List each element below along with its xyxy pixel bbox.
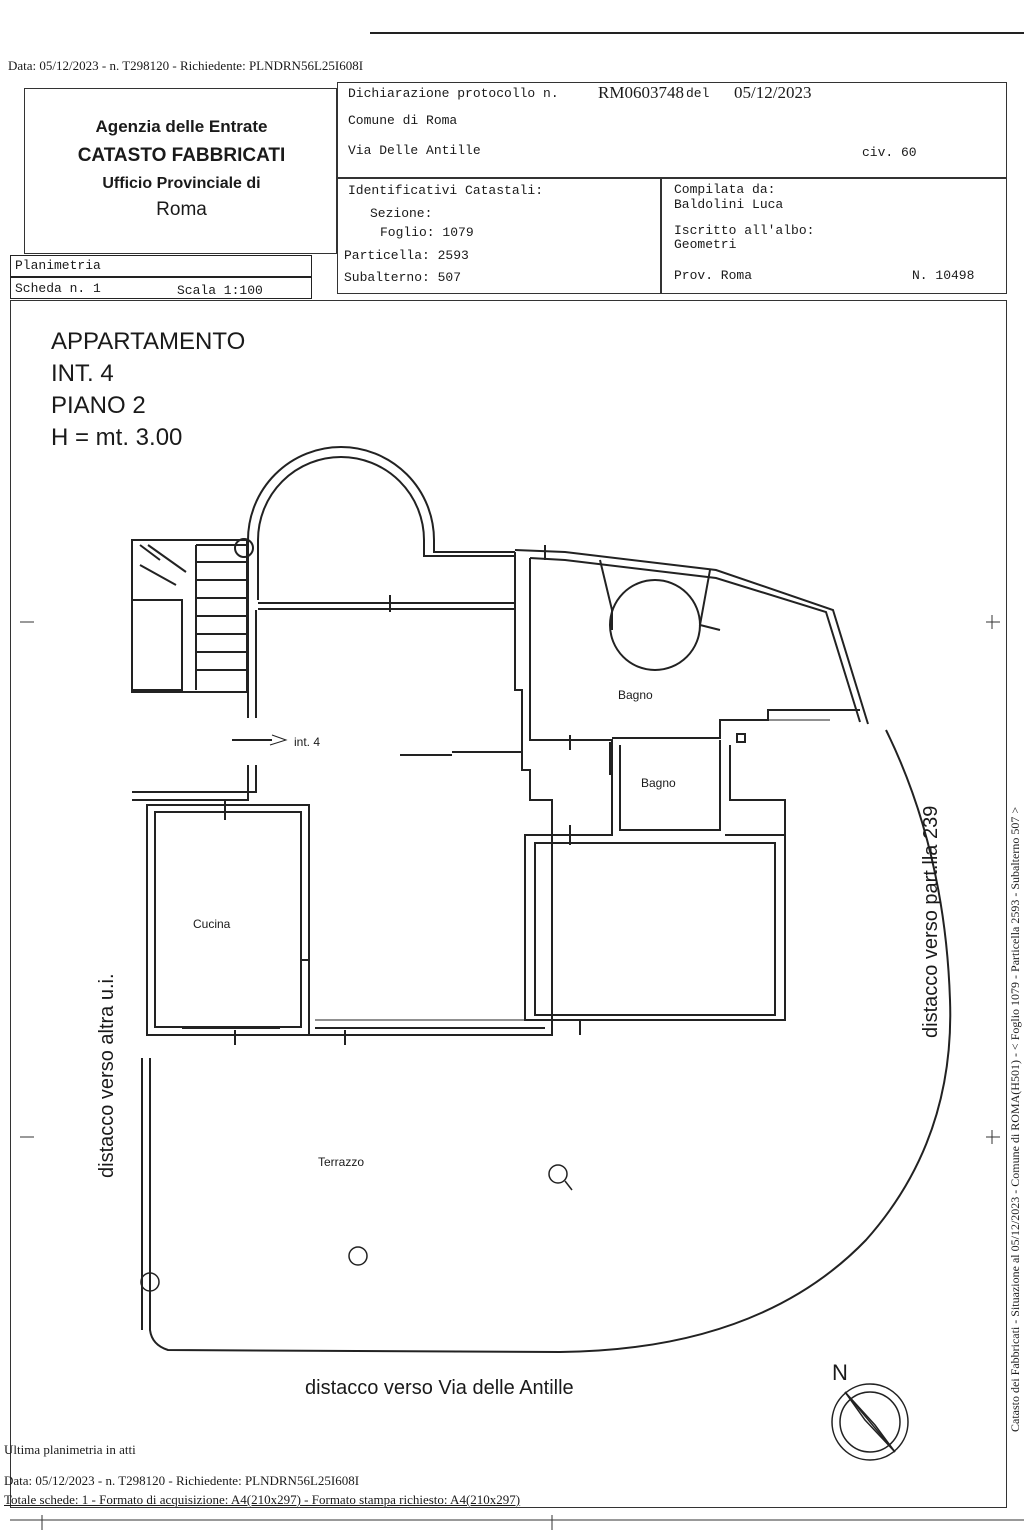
ufficio-label: Ufficio Provinciale di [102, 175, 261, 192]
planimetria-box: Planimetria [10, 255, 312, 277]
albo-numero: N. 10498 [912, 268, 975, 283]
plan-piano: PIANO 2 [51, 392, 146, 419]
top-rule [370, 32, 1024, 34]
identificativi-box: Identificativi Catastali: Sezione: Fogli… [337, 178, 661, 294]
room-cucina: Cucina [193, 917, 231, 931]
sezione: Sezione: [370, 206, 433, 221]
subalterno: Subalterno: 507 [344, 270, 462, 285]
ufficio-city: Roma [156, 199, 207, 220]
room-bagno-2: Bagno [641, 776, 676, 790]
identificativi-title: Identificativi Catastali: [348, 183, 544, 198]
agency-name: Agenzia delle Entrate [95, 117, 268, 136]
room-terrazzo: Terrazzo [318, 1155, 365, 1169]
north-label: N [832, 1360, 848, 1385]
protocol-box: Dichiarazione protocollo n. RM0603748 de… [337, 82, 1007, 178]
plan-int: INT. 4 [51, 360, 114, 387]
north-arrow-icon [831, 1383, 909, 1461]
compilata-label: Compilata da: [674, 182, 776, 197]
foglio: Foglio: 1079 [380, 225, 474, 240]
planimetria-label: Planimetria [15, 258, 101, 273]
provincia: Prov. Roma [674, 268, 753, 283]
room-bagno-1: Bagno [618, 688, 653, 702]
albo: Geometri [674, 237, 737, 252]
civico: civ. 60 [862, 145, 917, 160]
scala-label: Scala 1:100 [177, 283, 263, 298]
fixtures [140, 1164, 573, 1292]
scheda-box: Scheda n. 1 Scala 1:100 [10, 277, 312, 299]
side-note: Catasto dei Fabbricati - Situazione al 0… [1008, 806, 1022, 1432]
protocol-del: del [686, 86, 710, 101]
header-date-line: Data: 05/12/2023 - n. T298120 - Richiede… [8, 58, 364, 73]
via: Via Delle Antille [348, 143, 481, 158]
distacco-left: distacco verso altra u.i. [96, 973, 118, 1178]
walls [131, 446, 952, 1354]
compilata-name: Baldolini Luca [674, 197, 784, 212]
drawing-frame [10, 300, 1007, 1508]
footer-date-line: Data: 05/12/2023 - n. T298120 - Richiede… [4, 1473, 360, 1488]
compilata-box: Compilata da: Baldolini Luca Iscritto al… [661, 178, 1007, 294]
room-int-4: int. 4 [294, 735, 321, 749]
frame-ticks [10, 615, 1024, 1530]
plan-title: APPARTAMENTO [51, 328, 246, 355]
iscritto-label: Iscritto all'albo: [674, 223, 815, 238]
scheda-label: Scheda n. 1 [15, 281, 101, 296]
protocol-number: RM0603748 [598, 83, 684, 102]
protocol-label: Dichiarazione protocollo n. [348, 86, 559, 101]
protocol-date: 05/12/2023 [734, 83, 812, 102]
ultima-planimetria: Ultima planimetria in atti [4, 1442, 136, 1457]
particella: Particella: 2593 [344, 248, 469, 263]
entrance-arrow-icon [269, 734, 288, 746]
distacco-bottom: distacco verso Via delle Antille [305, 1377, 574, 1399]
catasto-title: CATASTO FABBRICATI [77, 145, 286, 166]
distacco-right: distacco verso part.lla 239 [920, 805, 942, 1038]
footer-totale: Totale schede: 1 - Formato di acquisizio… [4, 1492, 521, 1507]
comune: Comune di Roma [348, 113, 458, 128]
agency-box: Agenzia delle Entrate CATASTO FABBRICATI… [24, 88, 337, 254]
plan-height: H = mt. 3.00 [51, 424, 183, 451]
